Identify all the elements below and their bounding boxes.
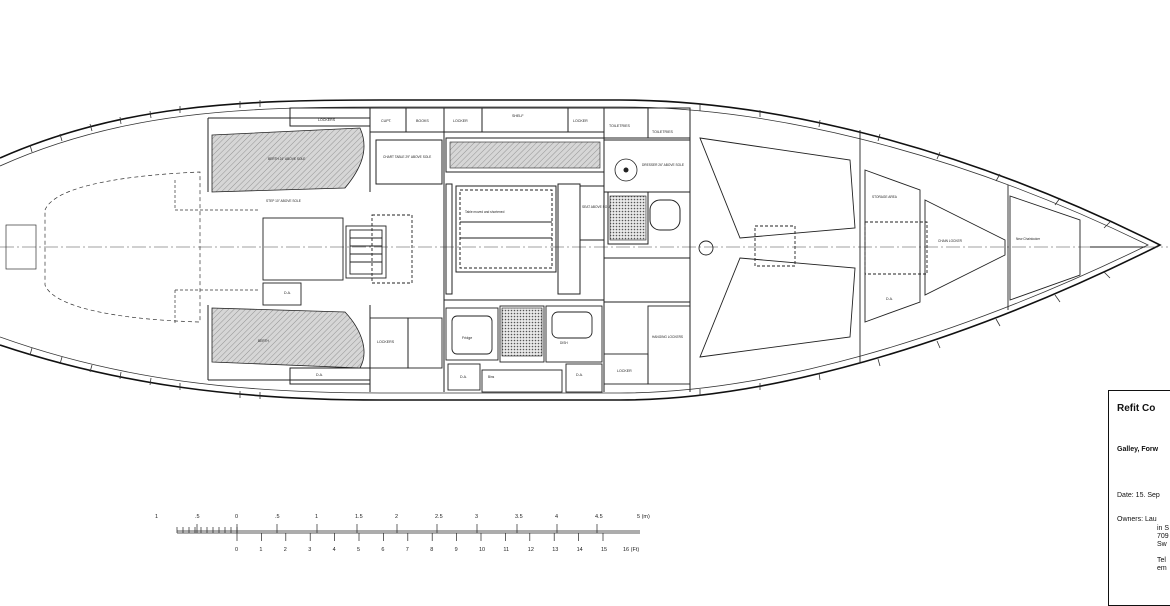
hull-outline bbox=[0, 99, 1162, 401]
label-da-5: D.A. bbox=[886, 297, 893, 301]
label-locker-b: LOCKER bbox=[573, 119, 588, 123]
scale-imperial-label: 5 bbox=[357, 547, 360, 553]
scale-metric-label: 4 bbox=[555, 514, 558, 520]
scale-imperial-label: 10 bbox=[479, 547, 485, 553]
label-hanging-lockers: HANGING LOCKERS bbox=[652, 335, 683, 339]
title-block-address-2: 709 bbox=[1157, 533, 1169, 540]
title-block-owners: Owners: Lau bbox=[1117, 516, 1157, 523]
aft-berth-top bbox=[211, 127, 365, 193]
label-books: BOOKS bbox=[416, 119, 429, 123]
shower-grate bbox=[609, 195, 647, 241]
title-block-email: em bbox=[1157, 565, 1167, 572]
label-chain-locker: CHAIN LOCKER bbox=[938, 239, 963, 243]
scale-imperial-unit: 16 (Ft) bbox=[623, 547, 639, 553]
basin bbox=[614, 158, 638, 182]
scale-imperial-label: 1 bbox=[259, 547, 262, 553]
title-block-subtitle: Galley, Forw bbox=[1117, 446, 1159, 453]
companionway bbox=[262, 214, 413, 306]
scale-metric-label: 0 bbox=[235, 514, 238, 520]
label-new-chainlocker: New Chainlocker bbox=[1016, 237, 1041, 241]
scale-metric-label: 2.5 bbox=[435, 514, 443, 520]
scale-metric-label: .5 bbox=[195, 514, 200, 520]
label-dresser: DRESSER 26" ABOVE SOLE bbox=[642, 163, 684, 167]
label-locker-bottom: LOCKER bbox=[617, 369, 632, 373]
label-da-4: D.A. bbox=[576, 373, 583, 377]
hull-frames-top bbox=[29, 100, 1111, 229]
scale-metric-label: 2 bbox=[395, 514, 398, 520]
scale-imperial-label: 15 bbox=[601, 547, 607, 553]
label-da-2: D.A. bbox=[316, 373, 323, 377]
scale-metric-label: 3 bbox=[475, 514, 478, 520]
title-block-title: Refit Co bbox=[1117, 403, 1156, 414]
aft-berth-bottom bbox=[211, 307, 365, 369]
label-locker-a: LOCKER bbox=[453, 119, 468, 123]
galley bbox=[369, 305, 691, 393]
scale-imperial-label: 13 bbox=[552, 547, 558, 553]
scale-imperial-label: 14 bbox=[577, 547, 583, 553]
label-table: Table moved and shortened bbox=[465, 210, 505, 214]
scale-imperial-label: 3 bbox=[308, 547, 311, 553]
settee-hatch bbox=[449, 141, 601, 169]
title-block-date: Date: 15. Sep bbox=[1117, 492, 1160, 499]
label-dish: DISH bbox=[560, 341, 568, 345]
label-toiletries-b: TOILETRIES bbox=[652, 130, 674, 134]
scale-imperial-label: 8 bbox=[430, 547, 433, 553]
scale-imperial-label: 7 bbox=[406, 547, 409, 553]
label-seat: SEAT ABOVE SOLE bbox=[582, 205, 611, 209]
scale-metric-label: .5 bbox=[275, 514, 280, 520]
scale-imperial-label: 9 bbox=[455, 547, 458, 553]
label-lockers-top: LOCKERS bbox=[318, 118, 336, 122]
scale-imperial-label: 4 bbox=[333, 547, 336, 553]
scale-metric-unit: 5 (m) bbox=[637, 514, 650, 520]
title-block-address-1: in S bbox=[1157, 525, 1170, 532]
label-berth-top: BERTH 24" ABOVE SOLE bbox=[268, 157, 305, 161]
scale-imperial-label: 0 bbox=[235, 547, 238, 553]
title-block-address-3: Sw bbox=[1157, 541, 1167, 548]
label-bins: Bins bbox=[488, 375, 495, 379]
scale-metric-label: 1.5 bbox=[355, 514, 363, 520]
label-storage: STORAGE AREA bbox=[872, 195, 898, 199]
scale-metric-label: 3.5 bbox=[515, 514, 523, 520]
title-block: Refit Co Galley, Forw Date: 15. Sep Owne… bbox=[1108, 390, 1170, 606]
scale-imperial-label: 12 bbox=[528, 547, 534, 553]
title-block-tel: Tel bbox=[1157, 557, 1166, 564]
label-step: STEP 10" ABOVE SOLE bbox=[266, 199, 301, 203]
hull-inner-line bbox=[0, 106, 1149, 394]
label-toiletries-a: TOILETRIES bbox=[609, 124, 631, 128]
label-berth-bottom: BERTH bbox=[258, 339, 269, 343]
hull-frames-bottom bbox=[29, 271, 1111, 399]
stove bbox=[501, 307, 543, 357]
cockpit-area bbox=[5, 171, 260, 325]
scale-metric-label: 1 bbox=[315, 514, 318, 520]
scale-metric-label: 4.5 bbox=[595, 514, 603, 520]
label-cupboard: CUPT. bbox=[381, 119, 392, 123]
scale-imperial-label: 6 bbox=[381, 547, 384, 553]
scale-imperial-label: 11 bbox=[503, 547, 509, 553]
label-da-1: D.A. bbox=[284, 291, 291, 295]
forward-cabin bbox=[698, 130, 1145, 362]
label-shelf: SHELF bbox=[512, 114, 524, 118]
scale-metric-label: 1 bbox=[155, 514, 158, 520]
label-da-3: D.A. bbox=[460, 375, 467, 379]
label-fridge: Fridge bbox=[462, 336, 472, 340]
label-chart-table: CHART TABLE 29" ABOVE SOLE bbox=[383, 155, 431, 159]
label-lockers-bottom: LOCKERS bbox=[377, 340, 395, 344]
scale-imperial-label: 2 bbox=[284, 547, 287, 553]
